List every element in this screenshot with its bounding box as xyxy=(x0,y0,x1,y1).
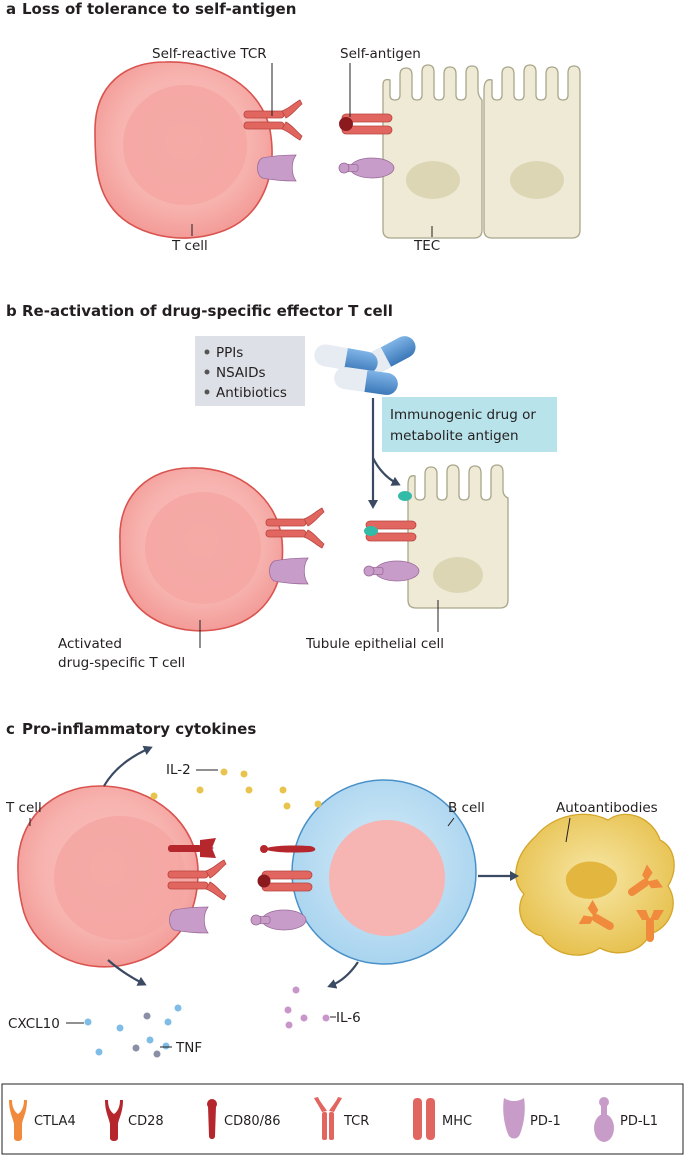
panel-a-label-tcr: Self-reactive TCR xyxy=(152,46,267,62)
panel-c-label-bcell: B cell xyxy=(448,800,485,816)
panel-b-drug-list: PPIs NSAIDs Antibiotics xyxy=(204,345,287,401)
panel-c-tcell-nucleus xyxy=(54,816,186,940)
panel-a-label-antigen: Self-antigen xyxy=(340,46,421,62)
legend-pdl1-label: PD-L1 xyxy=(620,1114,658,1129)
legend-cd28-label: CD28 xyxy=(128,1114,164,1129)
panel-b-drug-1: NSAIDs xyxy=(216,365,266,381)
panel-a-tec xyxy=(382,64,581,239)
panel-c-tnf-dots xyxy=(132,1012,161,1058)
panel-c-antibodies xyxy=(578,864,664,942)
panel-b-letter: b xyxy=(6,302,17,320)
legend-pd1-label: PD-1 xyxy=(530,1114,561,1129)
legend-pd1-icon xyxy=(503,1098,525,1139)
panel-c-label-tnf: TNF xyxy=(175,1040,202,1056)
legend-cd80-icon xyxy=(207,1099,217,1139)
legend-tcr-label: TCR xyxy=(343,1114,369,1129)
legend-tcr-icon xyxy=(314,1097,342,1140)
panel-b: b Re-activation of drug-specific effecto… xyxy=(6,302,557,671)
panel-a-label-tec: TEC xyxy=(413,238,440,254)
panel-c-cxcl10-dots xyxy=(84,1004,182,1056)
panel-b-callout xyxy=(382,397,557,452)
panel-a-pd1 xyxy=(257,154,297,182)
legend-pdl1-icon xyxy=(594,1097,614,1142)
panel-c-il2-dots xyxy=(150,768,322,810)
panel-c-bcell-nucleus xyxy=(329,820,445,936)
panel-c-pd1 xyxy=(169,906,209,934)
panel-c-label-il2: IL-2 xyxy=(166,762,191,778)
legend-ctla4-icon xyxy=(9,1100,27,1141)
panel-c-il6-dots xyxy=(284,986,330,1029)
panel-b-tcell-nucleus xyxy=(145,492,261,604)
panel-b-epithelial-cell xyxy=(407,464,509,609)
panel-a-self-antigen xyxy=(339,117,353,131)
panel-c-label-tcell: T cell xyxy=(5,800,42,816)
panel-b-label-epithelial: Tubule epithelial cell xyxy=(305,636,444,652)
panel-c-cd80 xyxy=(260,845,316,853)
panel-c-letter: c xyxy=(6,720,15,738)
panel-b-callout-line2: metabolite antigen xyxy=(390,428,519,444)
panel-b-drug-antigen-cell xyxy=(398,491,412,501)
panel-c-pdl1 xyxy=(250,909,307,931)
legend: CTLA4 CD28 CD80/86 TCR MHC PD-1 xyxy=(1,1083,684,1155)
panel-c: c Pro-inflammatory cytokines xyxy=(5,720,675,1058)
panel-b-label-tcell-2: drug-specific T cell xyxy=(58,655,185,671)
panel-c-title: Pro-inflammatory cytokines xyxy=(22,720,256,738)
panel-c-label-il6: IL-6 xyxy=(336,1010,361,1026)
panel-b-capsules xyxy=(314,336,416,395)
panel-a-title: Loss of tolerance to self-antigen xyxy=(22,0,296,18)
legend-cd28-icon xyxy=(105,1100,123,1141)
legend-cd80-label: CD80/86 xyxy=(224,1114,281,1129)
legend-ctla4-label: CTLA4 xyxy=(34,1114,76,1129)
panel-c-label-cxcl10: CXCL10 xyxy=(8,1016,60,1032)
panel-a-tcell-nucleus xyxy=(123,85,247,205)
legend-mhc-label: MHC xyxy=(442,1114,472,1129)
panel-b-title: Re-activation of drug-specific effector … xyxy=(22,302,393,320)
panel-a-pdl1 xyxy=(338,157,395,179)
panel-a-label-tcell: T cell xyxy=(171,238,208,254)
panel-c-label-autoantibodies: Autoantibodies xyxy=(556,800,658,816)
panel-b-drug-0: PPIs xyxy=(216,345,243,361)
panel-c-antigen xyxy=(257,874,271,888)
legend-mhc-icon xyxy=(413,1098,435,1140)
panel-b-pdl1 xyxy=(363,560,420,582)
panel-a-letter: a xyxy=(6,0,16,18)
panel-b-drug-antigen-mhc xyxy=(364,526,378,536)
panel-b-callout-line1: Immunogenic drug or xyxy=(390,407,536,423)
panel-b-pd1 xyxy=(269,557,309,585)
panel-a: a Loss of tolerance to self-antigen Self… xyxy=(6,0,581,254)
panel-b-drug-2: Antibiotics xyxy=(216,385,287,401)
panel-b-drug-box xyxy=(195,336,305,406)
panel-b-label-tcell-1: Activated xyxy=(58,636,122,652)
panel-c-cd28 xyxy=(168,838,216,858)
